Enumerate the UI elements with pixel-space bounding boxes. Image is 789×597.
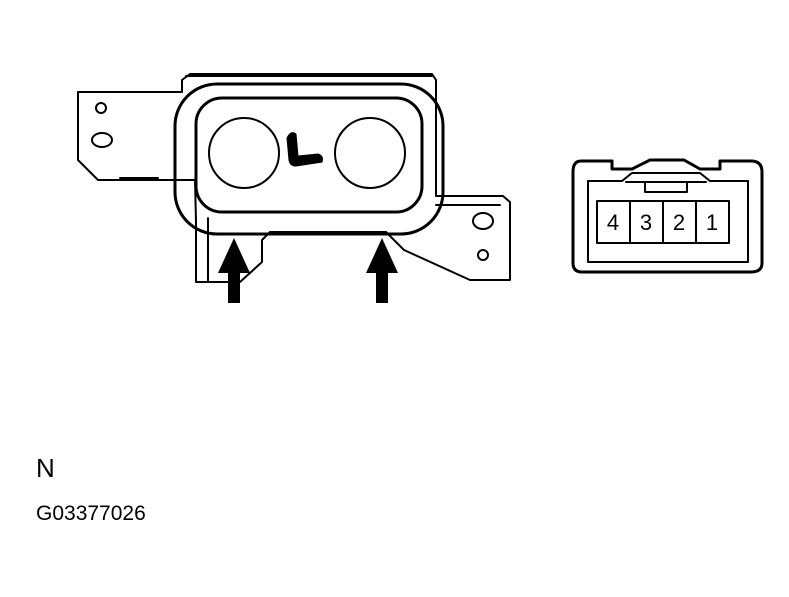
switch-knob-right (334, 117, 406, 189)
connector-latch (644, 181, 688, 193)
seat-switch (173, 82, 445, 236)
switch-bracket (77, 73, 511, 283)
orientation-mark: N (36, 453, 55, 483)
wire-connector: 4 3 2 1 (571, 158, 764, 274)
arrow-up-icon (366, 238, 398, 303)
mounting-hole (472, 212, 494, 230)
arrow-up-icon (218, 238, 250, 303)
pin-cells (596, 200, 730, 244)
figure-code: G03377026 (36, 502, 146, 525)
mounting-hole (477, 249, 489, 261)
pin-label-3: 3 (640, 210, 652, 235)
connector-lock-tab (587, 172, 749, 182)
mounting-hole (95, 102, 107, 114)
switch-outer-housing (173, 82, 445, 236)
connector-housing (571, 158, 764, 274)
pin-label-1: 1 (706, 210, 718, 235)
mounting-hole (91, 132, 113, 148)
indicator-arrows (218, 238, 398, 303)
pin-label-2: 2 (673, 210, 685, 235)
mounting-holes (91, 102, 494, 261)
pin-label-4: 4 (607, 210, 619, 235)
switch-knob-left (208, 117, 280, 189)
pin-cell (695, 200, 730, 244)
connector-inner-wall (587, 180, 749, 263)
seat-icon (286, 132, 323, 167)
switch-inner-bezel (194, 96, 424, 214)
